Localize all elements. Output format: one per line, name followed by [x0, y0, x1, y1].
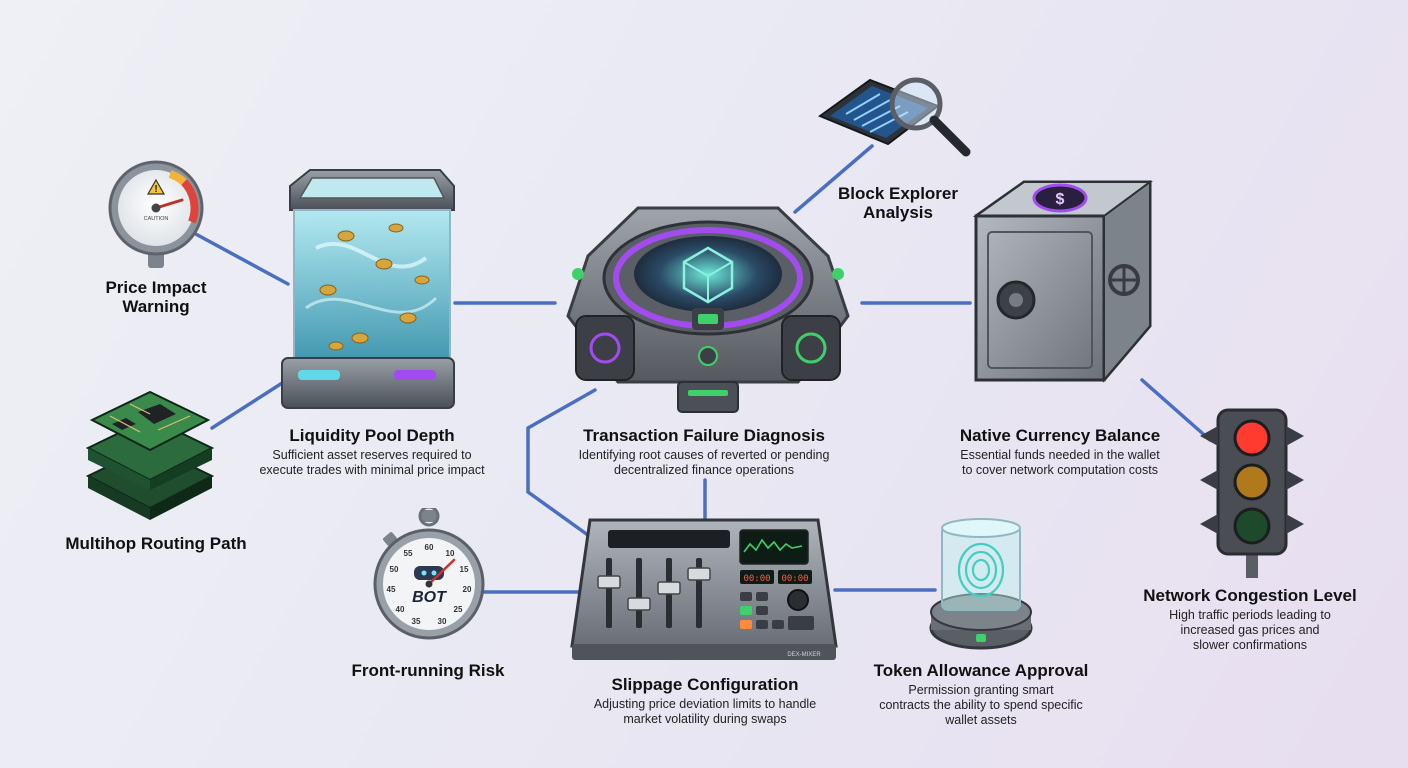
svg-text:60: 60: [425, 543, 434, 552]
svg-text:15: 15: [460, 565, 469, 574]
node-description: Permission granting smart contracts the …: [856, 683, 1106, 728]
node-title: Multihop Routing Path: [52, 534, 260, 553]
label-network-congestion: Network Congestion Level High traffic pe…: [1136, 586, 1364, 653]
svg-text:BOT: BOT: [412, 589, 447, 606]
label-center-hub: Transaction Failure Diagnosis Identifyin…: [550, 426, 858, 478]
fingerprint-scanner-icon: [928, 516, 1034, 654]
svg-text:!: !: [154, 184, 157, 195]
svg-text:00:00: 00:00: [743, 574, 770, 584]
vault-safe-icon: $: [964, 176, 1156, 388]
magnifier-tablet-icon: [816, 66, 976, 162]
svg-text:20: 20: [463, 585, 472, 594]
label-price-impact: Price Impact Warning: [100, 278, 212, 316]
svg-text:$: $: [1056, 191, 1065, 208]
stopwatch-bot-icon: 60 10 55 15 50 20 45 25 40 35 30 BOT: [370, 508, 488, 640]
node-title: Slippage Configuration: [560, 675, 850, 694]
label-native-balance: Native Currency Balance Essential funds …: [930, 426, 1190, 478]
svg-text:25: 25: [454, 605, 463, 614]
pressure-gauge-icon: ! CAUTION: [104, 160, 208, 272]
liquidity-tank-icon: [276, 168, 460, 414]
svg-text:CAUTION: CAUTION: [144, 216, 169, 222]
label-slippage: Slippage Configuration Adjusting price d…: [560, 675, 850, 727]
node-title: Price Impact: [100, 278, 212, 297]
node-title: Token Allowance Approval: [856, 661, 1106, 680]
label-block-explorer: Block Explorer Analysis: [824, 184, 972, 222]
mixer-console-icon: 00:00 00:00 DEX-MIXER: [568, 516, 840, 664]
node-title: Network Congestion Level: [1136, 586, 1364, 605]
svg-text:DEX-MIXER: DEX-MIXER: [787, 652, 821, 658]
svg-text:30: 30: [438, 617, 447, 626]
svg-text:00:00: 00:00: [781, 574, 808, 584]
svg-text:45: 45: [387, 585, 396, 594]
label-multihop: Multihop Routing Path: [52, 534, 260, 553]
node-description: Adjusting price deviation limits to hand…: [560, 697, 850, 727]
center-title: Transaction Failure Diagnosis: [550, 426, 858, 445]
circuit-board-icon: [80, 386, 220, 524]
traffic-light-icon: [1196, 406, 1308, 578]
node-title: Block Explorer: [824, 184, 972, 203]
node-title: Native Currency Balance: [930, 426, 1190, 445]
node-description: High traffic periods leading to increase…: [1136, 608, 1364, 653]
node-title: Liquidity Pool Depth: [232, 426, 512, 445]
center-description: Identifying root causes of reverted or p…: [550, 448, 858, 478]
node-title: Warning: [100, 297, 212, 316]
label-token-allowance: Token Allowance Approval Permission gran…: [856, 661, 1106, 728]
node-title: Analysis: [824, 203, 972, 222]
svg-text:35: 35: [412, 617, 421, 626]
svg-text:10: 10: [446, 549, 455, 558]
svg-text:40: 40: [396, 605, 405, 614]
svg-text:50: 50: [390, 565, 399, 574]
node-description: Sufficient asset reserves required to ex…: [232, 448, 512, 478]
node-title: Front-running Risk: [338, 661, 518, 680]
label-front-running: Front-running Risk: [338, 661, 518, 680]
node-description: Essential funds needed in the wallet to …: [930, 448, 1190, 478]
label-liquidity-pool: Liquidity Pool Depth Sufficient asset re…: [232, 426, 512, 478]
svg-text:55: 55: [404, 549, 413, 558]
central-hub-icon: [548, 186, 868, 416]
